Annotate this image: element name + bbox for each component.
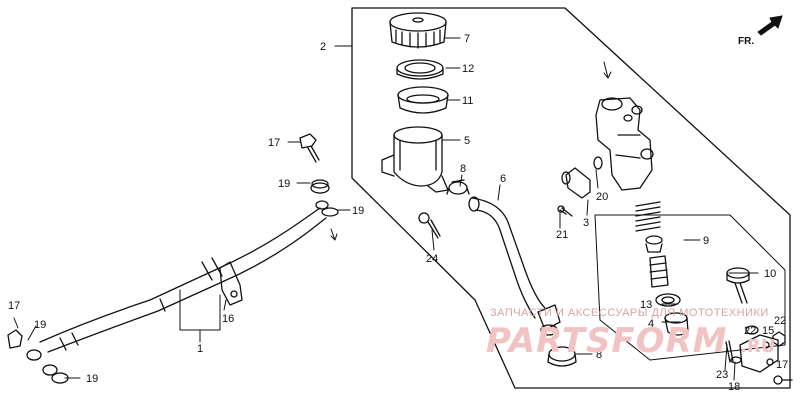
boot-4 <box>664 312 689 336</box>
callout-18: 18 <box>728 381 740 393</box>
piston <box>649 255 669 288</box>
banjo-bolt-17-upper <box>299 133 320 163</box>
sealing-washer-19-lower-b <box>42 364 58 376</box>
callout-22-left: 22 <box>744 325 756 337</box>
watermark: ЗАПЧАСТИ И АКСЕССУАРЫ ДЛЯ МОТОТЕХНИКИ PA… <box>486 307 775 361</box>
callout-5: 5 <box>464 135 470 147</box>
callout-22-right: 22 <box>774 315 786 327</box>
callout-16: 16 <box>222 313 234 325</box>
callout-1: 1 <box>197 343 203 355</box>
sealing-washer-19-lower-a <box>26 349 42 361</box>
orientation-marker: FR. <box>738 15 783 47</box>
hose-clamp-16 <box>219 261 243 306</box>
watermark-suffix: .RU <box>740 336 775 357</box>
reservoir-cap <box>389 12 447 49</box>
sealing-washer-19-upper-a <box>311 179 329 189</box>
hose-joint-elbow <box>561 167 591 199</box>
master-cylinder-body <box>595 97 654 191</box>
callout-19-lower-top: 19 <box>34 319 46 331</box>
callout-8-lower: 8 <box>596 349 602 361</box>
washer-18-small <box>730 356 742 364</box>
brake-hose <box>39 207 327 353</box>
diaphragm <box>397 86 449 114</box>
bracket-18 <box>739 334 779 373</box>
callout-13: 13 <box>640 299 652 311</box>
callout-19-upper-right: 19 <box>352 205 364 217</box>
callout-24: 24 <box>426 253 438 265</box>
callout-8-upper: 8 <box>460 163 466 175</box>
bolt-17-lower <box>773 375 793 385</box>
hose-joint <box>537 304 561 336</box>
hose-clip-upper <box>446 179 470 195</box>
washer-15 <box>745 325 759 335</box>
arrow-upper-right-icon <box>757 15 783 36</box>
banjo-bolt-17-lower <box>7 329 23 349</box>
sealing-washer-19-upper-b <box>321 207 339 217</box>
nut-22 <box>772 331 786 347</box>
reservoir-hose <box>468 196 546 319</box>
screw-24 <box>418 212 441 239</box>
piston-spring <box>635 201 661 232</box>
bolt-10 <box>726 267 750 304</box>
reservoir-body <box>381 126 449 193</box>
screw-21 <box>557 205 573 217</box>
orientation-label: FR. <box>738 36 754 47</box>
callout-3: 3 <box>583 217 589 229</box>
o-ring-20 <box>593 156 603 170</box>
callout-11: 11 <box>462 95 473 107</box>
banjo-end-upper <box>310 182 330 210</box>
direction-arrows <box>330 61 612 241</box>
callout-4: 4 <box>648 318 654 330</box>
callout-numbers: 2 7 12 11 5 8 6 20 3 21 9 10 13 4 8 22 1… <box>8 33 788 393</box>
watermark-tagline: ЗАПЧАСТИ И АКСЕССУАРЫ ДЛЯ МОТОТЕХНИКИ <box>490 307 769 319</box>
callout-17-right: 17 <box>776 359 788 371</box>
watermark-logo: PARTSFORM <box>486 321 728 361</box>
hose-clip-lower <box>547 346 577 367</box>
callout-19-lower-bottom: 19 <box>86 373 98 385</box>
callout-10: 10 <box>764 268 776 280</box>
callout-20: 20 <box>596 191 608 203</box>
callout-23: 23 <box>716 369 728 381</box>
diaphragm-plate <box>396 59 444 80</box>
callout-12: 12 <box>462 63 474 75</box>
piston-cup <box>645 235 663 253</box>
kit-9-outline <box>594 214 786 361</box>
callout-2: 2 <box>320 41 326 53</box>
callout-19-upper-left: 19 <box>278 178 290 190</box>
assembly-outline <box>351 7 791 389</box>
callout-21: 21 <box>556 229 568 241</box>
callout-6: 6 <box>500 173 506 185</box>
callout-9: 9 <box>703 235 709 247</box>
washer-13 <box>655 293 681 307</box>
callout-17-lower: 17 <box>8 300 20 312</box>
callout-15: 15 <box>762 325 774 337</box>
callout-7: 7 <box>464 33 470 45</box>
leader-lines <box>13 37 759 381</box>
callout-17-upper: 17 <box>268 137 280 149</box>
